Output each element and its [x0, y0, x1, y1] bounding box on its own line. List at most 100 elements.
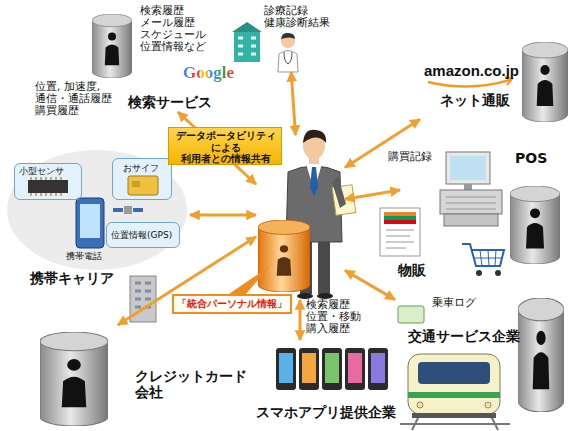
wallet-card-icon: [128, 176, 158, 195]
feature-box: 位置情報(GPS): [106, 222, 180, 248]
data-list: 検索履歴 メール履歴 スケジュール 位置情報など: [140, 4, 218, 52]
feature-box: おサイフ: [112, 158, 172, 200]
pos-stand: [464, 184, 472, 190]
data-list: 検索履歴 位置・移動 購入履歴: [306, 298, 378, 334]
label-text: 携帯電話: [66, 251, 102, 261]
chip-pins: [31, 177, 61, 196]
pos-keys: [446, 197, 496, 209]
carrier-circle: [7, 150, 187, 270]
data-list: 乗車ログ: [432, 296, 476, 308]
smartphone: [322, 348, 342, 390]
receipt-stripe: [384, 220, 416, 224]
feature-box: 小型センサ: [14, 163, 82, 200]
entity-group: クレジットカード 会社: [35, 325, 220, 428]
entity-group: amazon.co.jp ネット通販: [420, 40, 570, 120]
hospital-building: [234, 32, 260, 62]
man-tie: [310, 167, 318, 196]
logo-text: amazon.co.jp: [424, 62, 519, 79]
database-cylinder: [522, 42, 568, 122]
train-stripe: [408, 392, 500, 398]
database-cylinder: [92, 14, 132, 78]
doctor-hair: [281, 33, 295, 39]
amazon-smile: [428, 80, 510, 87]
note-box: データポータビリティ による 利用者との情報共有: [168, 127, 282, 165]
feature-text: 小型センサ: [19, 166, 64, 176]
train-light: [417, 402, 423, 408]
pos-screen: [450, 156, 486, 180]
feature-text: 位置情報(GPS): [111, 230, 172, 240]
feature-text: おサイフ: [123, 163, 159, 173]
entity-label: クレジットカード 会社: [135, 368, 255, 400]
smartphone-screen: [371, 353, 385, 383]
man-hair: [303, 130, 326, 143]
track: [400, 414, 510, 430]
data-list: 診療記録 健康診断結果: [264, 4, 336, 28]
note-text: データポータビリティ による 利用者との情報共有: [169, 130, 283, 165]
pos-monitor: [446, 152, 490, 184]
hospital-windows: [238, 38, 256, 54]
entity-label: POS: [515, 150, 547, 166]
train-body: [408, 354, 500, 414]
satellite-panel: [133, 208, 143, 212]
phone-screen: [80, 204, 100, 238]
entity-group: 診療記録 健康診断結果: [232, 0, 335, 72]
entity-label: 検索サービス: [128, 94, 212, 110]
smartphone-screen: [348, 353, 362, 383]
sensor-box-fill: [14, 163, 82, 200]
connector-arrow: [345, 190, 400, 199]
entity-group: 検索履歴 位置・移動 購入履歴スマホアプリ提供企業: [255, 340, 395, 425]
entity-group: 位置, 加速度, 通信・通話履歴 購買履歴携帯キャリア小型センサおサイフ位置情報…: [5, 135, 190, 290]
phone-icon: [76, 198, 104, 248]
hospital-roof: [232, 22, 262, 32]
entity-group: 購買記録POS物販: [400, 145, 565, 282]
train-window: [418, 362, 490, 384]
pos-drawer: [444, 214, 498, 226]
stethoscope: [284, 52, 292, 64]
wallet-chip: [132, 181, 140, 187]
database-cylinder: [40, 332, 108, 426]
entity-label: 物販: [398, 262, 426, 278]
callout-text: 「統合パーソナル情報」: [172, 294, 292, 314]
entity-label: 携帯キャリア: [30, 270, 114, 286]
receipt-lines: [386, 230, 414, 248]
entity-group: 乗車ログ交通サービス企業: [395, 292, 565, 422]
smartphone: [345, 348, 365, 390]
receipt: [380, 208, 420, 256]
smartphone: [299, 348, 319, 390]
ticket: [398, 306, 424, 323]
logo-text: Google: [183, 63, 234, 83]
receipt-stripe: [384, 212, 416, 216]
database-cylinder: [510, 186, 560, 264]
callout-pointer: [226, 266, 270, 296]
pos-body: [440, 190, 502, 214]
satellite-body: [124, 206, 132, 214]
connector-arrow: [299, 300, 302, 340]
cart-wheel: [476, 270, 482, 276]
connector-arrow: [345, 270, 395, 299]
smartphone-screen: [325, 353, 339, 383]
cart-basket: [474, 250, 502, 266]
train-bottom: [412, 413, 496, 418]
doctor-coat: [278, 51, 298, 73]
entity-label: ネット通販: [440, 92, 510, 108]
cart: [462, 244, 504, 266]
hub-cylinder: [258, 220, 310, 292]
connector-arrow: [291, 72, 295, 135]
man-leg: [318, 238, 330, 294]
database-cylinder: [518, 298, 564, 412]
smartphone-screen: [302, 353, 316, 383]
train-light: [485, 402, 491, 408]
data-list: 購買記録: [388, 150, 432, 162]
smartphone-screen: [279, 353, 293, 383]
satellite-panel: [113, 208, 123, 212]
man-arm: [332, 176, 346, 208]
entity-label: スマホアプリ提供企業: [256, 404, 396, 420]
data-list: 位置, 加速度, 通信・通話履歴 購買履歴: [35, 80, 127, 116]
cart-wheel: [495, 270, 501, 276]
entity-label: 交通サービス企業: [408, 328, 520, 344]
wallet-box-fill: [112, 158, 172, 200]
chip-icon: [28, 180, 68, 193]
receipt-stripe: [384, 216, 416, 220]
connector-arrow: [190, 214, 256, 217]
